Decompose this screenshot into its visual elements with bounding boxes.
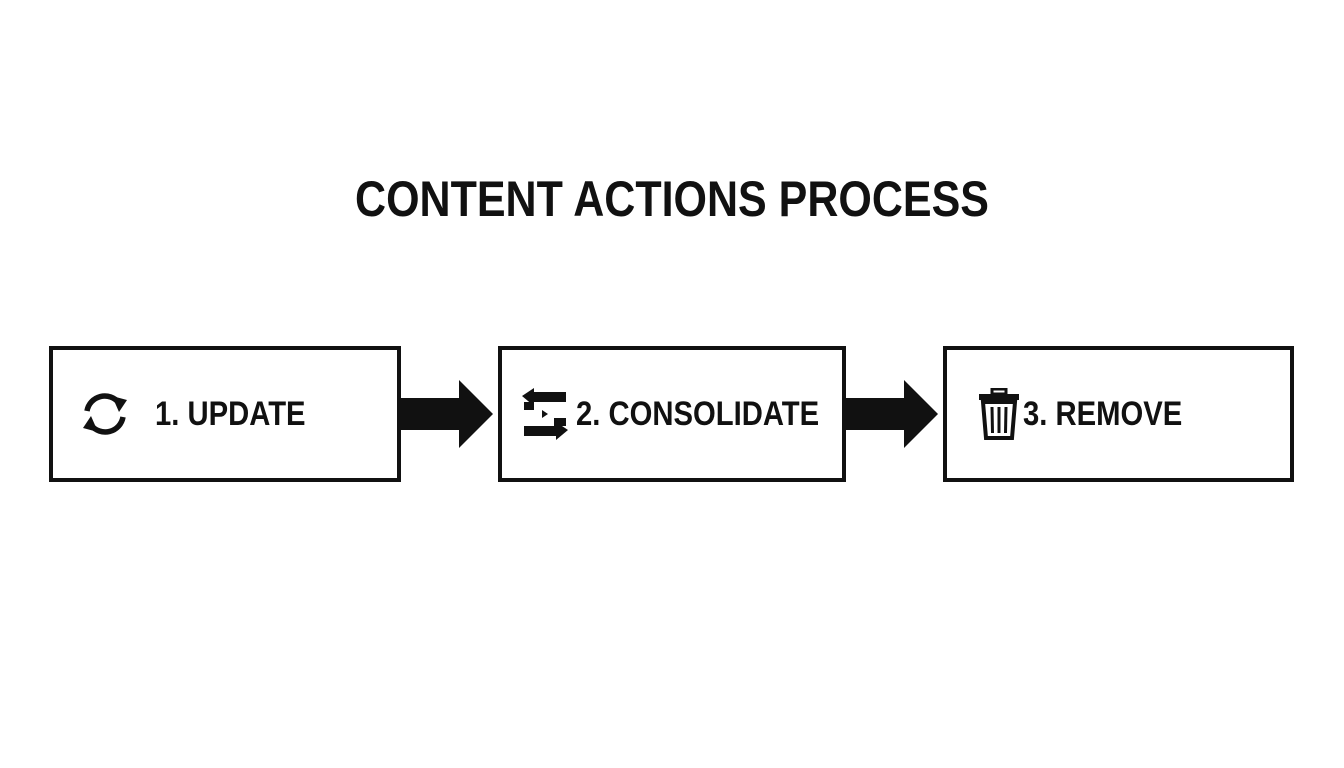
- flow-arrow: [399, 380, 493, 448]
- step-update: 1. UPDATE: [49, 346, 401, 482]
- step-label: 2. CONSOLIDATE: [576, 394, 820, 433]
- step-label: 1. UPDATE: [155, 394, 306, 433]
- trash-icon: [977, 387, 1021, 440]
- merge-arrows-icon: [520, 388, 570, 440]
- step-consolidate: 2. CONSOLIDATE: [498, 346, 846, 482]
- diagram-title: CONTENT ACTIONS PROCESS: [355, 171, 989, 227]
- flow-arrow: [844, 380, 938, 448]
- step-label: 3. REMOVE: [1023, 394, 1183, 433]
- step-remove: 3. REMOVE: [943, 346, 1294, 482]
- refresh-icon: [75, 384, 135, 444]
